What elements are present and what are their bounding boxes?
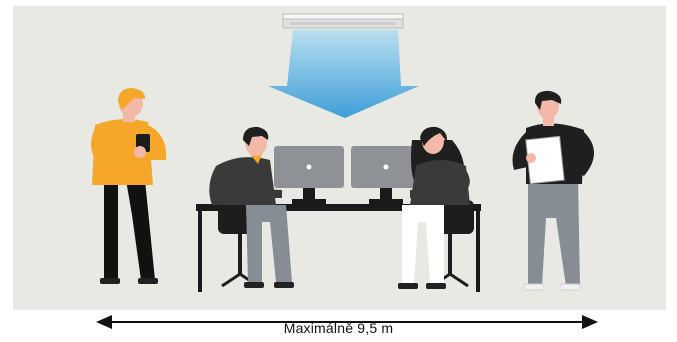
distance-caption: Maximálně 9,5 m — [0, 320, 677, 336]
air-conditioner-icon — [283, 14, 403, 28]
